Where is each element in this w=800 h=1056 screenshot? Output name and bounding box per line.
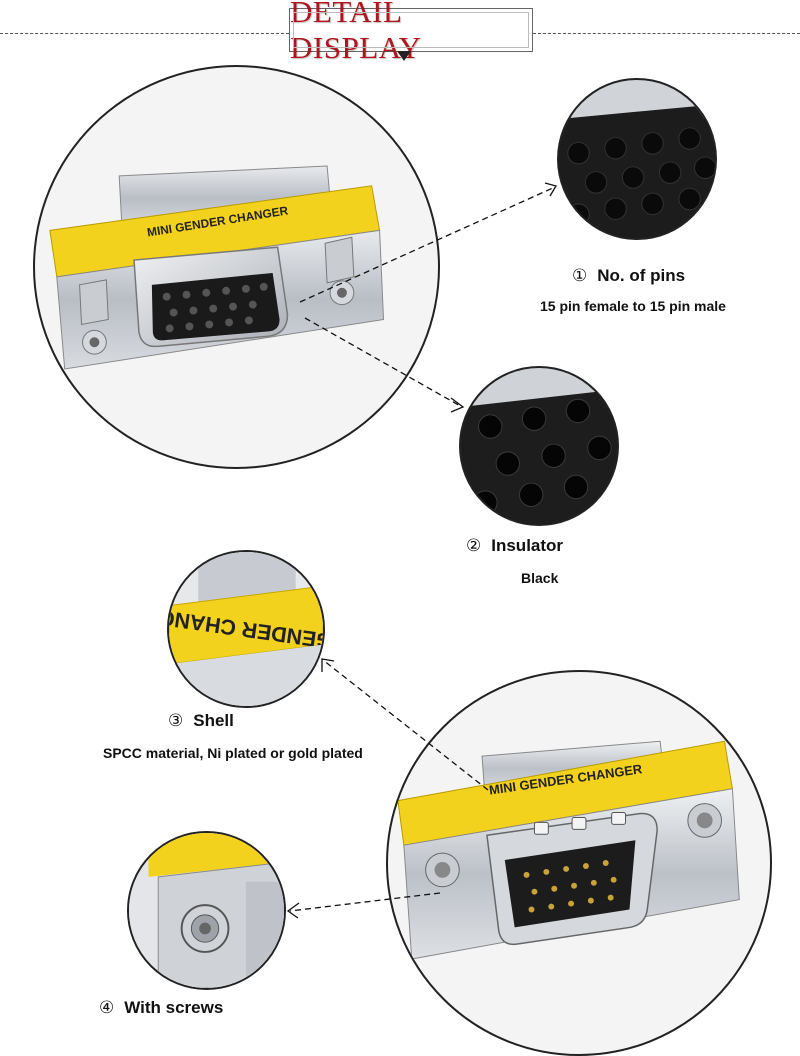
feature-shell-number: ③ [168, 711, 184, 731]
pins-closeup-image [557, 78, 717, 240]
detail-header: DETAIL DISPLAY [0, 0, 800, 70]
insulator-closeup-image [459, 366, 619, 526]
header-dash-left [0, 33, 289, 34]
feature-screws-number: ④ [99, 998, 115, 1018]
feature-insulator-title-text: Insulator [491, 536, 564, 555]
shell-closeup-illustration: GENDER CHANG [169, 552, 323, 706]
feature-pins-number: ① [572, 266, 588, 286]
feature-pins-title: ① No. of pins [572, 266, 685, 286]
feature-shell-title-text: Shell [193, 711, 234, 730]
feature-insulator-desc: Black [521, 570, 559, 586]
feature-screws-title: ④ With screws [99, 998, 223, 1018]
feature-insulator-title: ② Insulator [466, 536, 563, 556]
feature-shell-desc: SPCC material, Ni plated or gold plated [103, 745, 363, 761]
insulator-closeup-illustration [461, 368, 617, 524]
male-connector-image: MINI GENDER CHANGER [386, 670, 772, 1056]
screw-closeup-illustration [129, 833, 284, 988]
page-title: DETAIL DISPLAY [290, 0, 422, 65]
feature-screws-title-text: With screws [124, 998, 224, 1017]
shell-closeup-image: GENDER CHANG [167, 550, 325, 708]
male-connector-illustration: MINI GENDER CHANGER [397, 740, 740, 960]
header-dash-right [533, 33, 800, 34]
pins-closeup-illustration [559, 80, 715, 238]
feature-pins-desc: 15 pin female to 15 pin male [540, 298, 726, 314]
feature-shell-title: ③ Shell [168, 711, 234, 731]
title-pointer-icon [397, 51, 411, 61]
feature-pins-title-text: No. of pins [597, 266, 686, 285]
female-connector-image: MINI GENDER CHANGER [33, 65, 440, 469]
title-box: DETAIL DISPLAY [289, 0, 533, 65]
feature-insulator-number: ② [466, 536, 482, 556]
female-connector-illustration: MINI GENDER CHANGER [49, 165, 385, 370]
screw-closeup-image [127, 831, 286, 990]
